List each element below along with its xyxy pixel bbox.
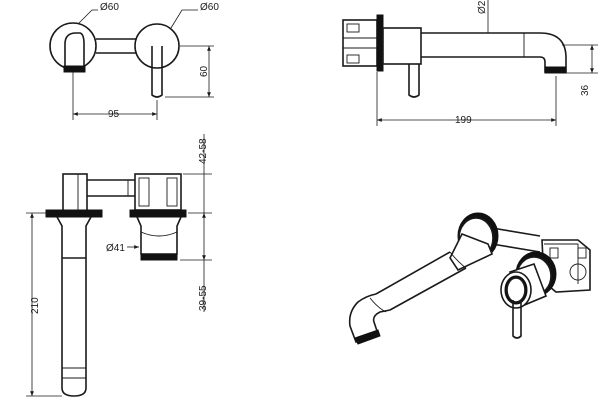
wall-depth-bottom-label: 39-55 bbox=[198, 285, 209, 311]
iso-lever bbox=[512, 300, 522, 339]
iso-valve-port bbox=[569, 263, 587, 281]
iso-valve-box-edge bbox=[544, 243, 579, 284]
body-lug-1 bbox=[346, 23, 360, 33]
spout-front bbox=[64, 32, 85, 70]
handle-curve bbox=[140, 231, 178, 237]
isometric-view bbox=[348, 212, 591, 345]
leader-right bbox=[170, 9, 198, 29]
iso-spout-ring-1 bbox=[449, 251, 467, 269]
dia-right-label: Ø60 bbox=[200, 2, 219, 13]
projection-label: 199 bbox=[455, 115, 472, 126]
wall-plate bbox=[376, 14, 384, 72]
iso-spout-tube bbox=[375, 251, 467, 311]
dia-left-label: Ø60 bbox=[100, 2, 119, 13]
wall-depth-top-label: 42-58 bbox=[198, 138, 209, 164]
width-label: 95 bbox=[108, 109, 120, 120]
spout-elbow bbox=[539, 32, 567, 73]
iso-spout-elbow bbox=[348, 293, 391, 344]
section-view: Ø41 42-58 39-55 210 bbox=[26, 134, 212, 397]
aerator-band bbox=[63, 65, 86, 73]
dia-41-label: Ø41 bbox=[106, 243, 125, 254]
iso-outlet-band bbox=[354, 329, 381, 345]
spout-top-block bbox=[62, 173, 88, 215]
iso-handle-cap bbox=[506, 277, 526, 303]
outlet-band bbox=[544, 66, 567, 74]
handle-band bbox=[140, 253, 178, 261]
lever-side bbox=[408, 64, 420, 98]
spout-tube bbox=[56, 216, 92, 397]
outlet-height-label: 36 bbox=[580, 84, 591, 96]
iso-valve-lug-1 bbox=[549, 247, 559, 259]
right-rosette bbox=[134, 23, 180, 69]
valve-body bbox=[342, 19, 378, 67]
length-label: 210 bbox=[30, 297, 41, 314]
side-view: Ø2 36 199 bbox=[342, 0, 598, 126]
dia-side-label: Ø2 bbox=[477, 0, 488, 14]
left-rosette bbox=[49, 22, 97, 70]
iso-spout-ring-2 bbox=[369, 297, 387, 313]
sec-body-lug-1 bbox=[138, 177, 150, 207]
iso-valve-lug-2 bbox=[577, 247, 587, 259]
leader-left bbox=[77, 9, 98, 25]
sec-body-lug-2 bbox=[166, 177, 178, 207]
lever-front bbox=[151, 46, 163, 98]
valve-wall-plate bbox=[129, 209, 187, 218]
height-label: 60 bbox=[199, 65, 210, 77]
handle-cylinder bbox=[382, 27, 422, 65]
body-lug-2 bbox=[346, 54, 360, 64]
front-view: Ø60 Ø60 60 95 bbox=[49, 2, 219, 120]
handle-top bbox=[136, 216, 182, 255]
sec-valve-body bbox=[134, 173, 182, 211]
spout-wall-plate bbox=[45, 209, 103, 218]
